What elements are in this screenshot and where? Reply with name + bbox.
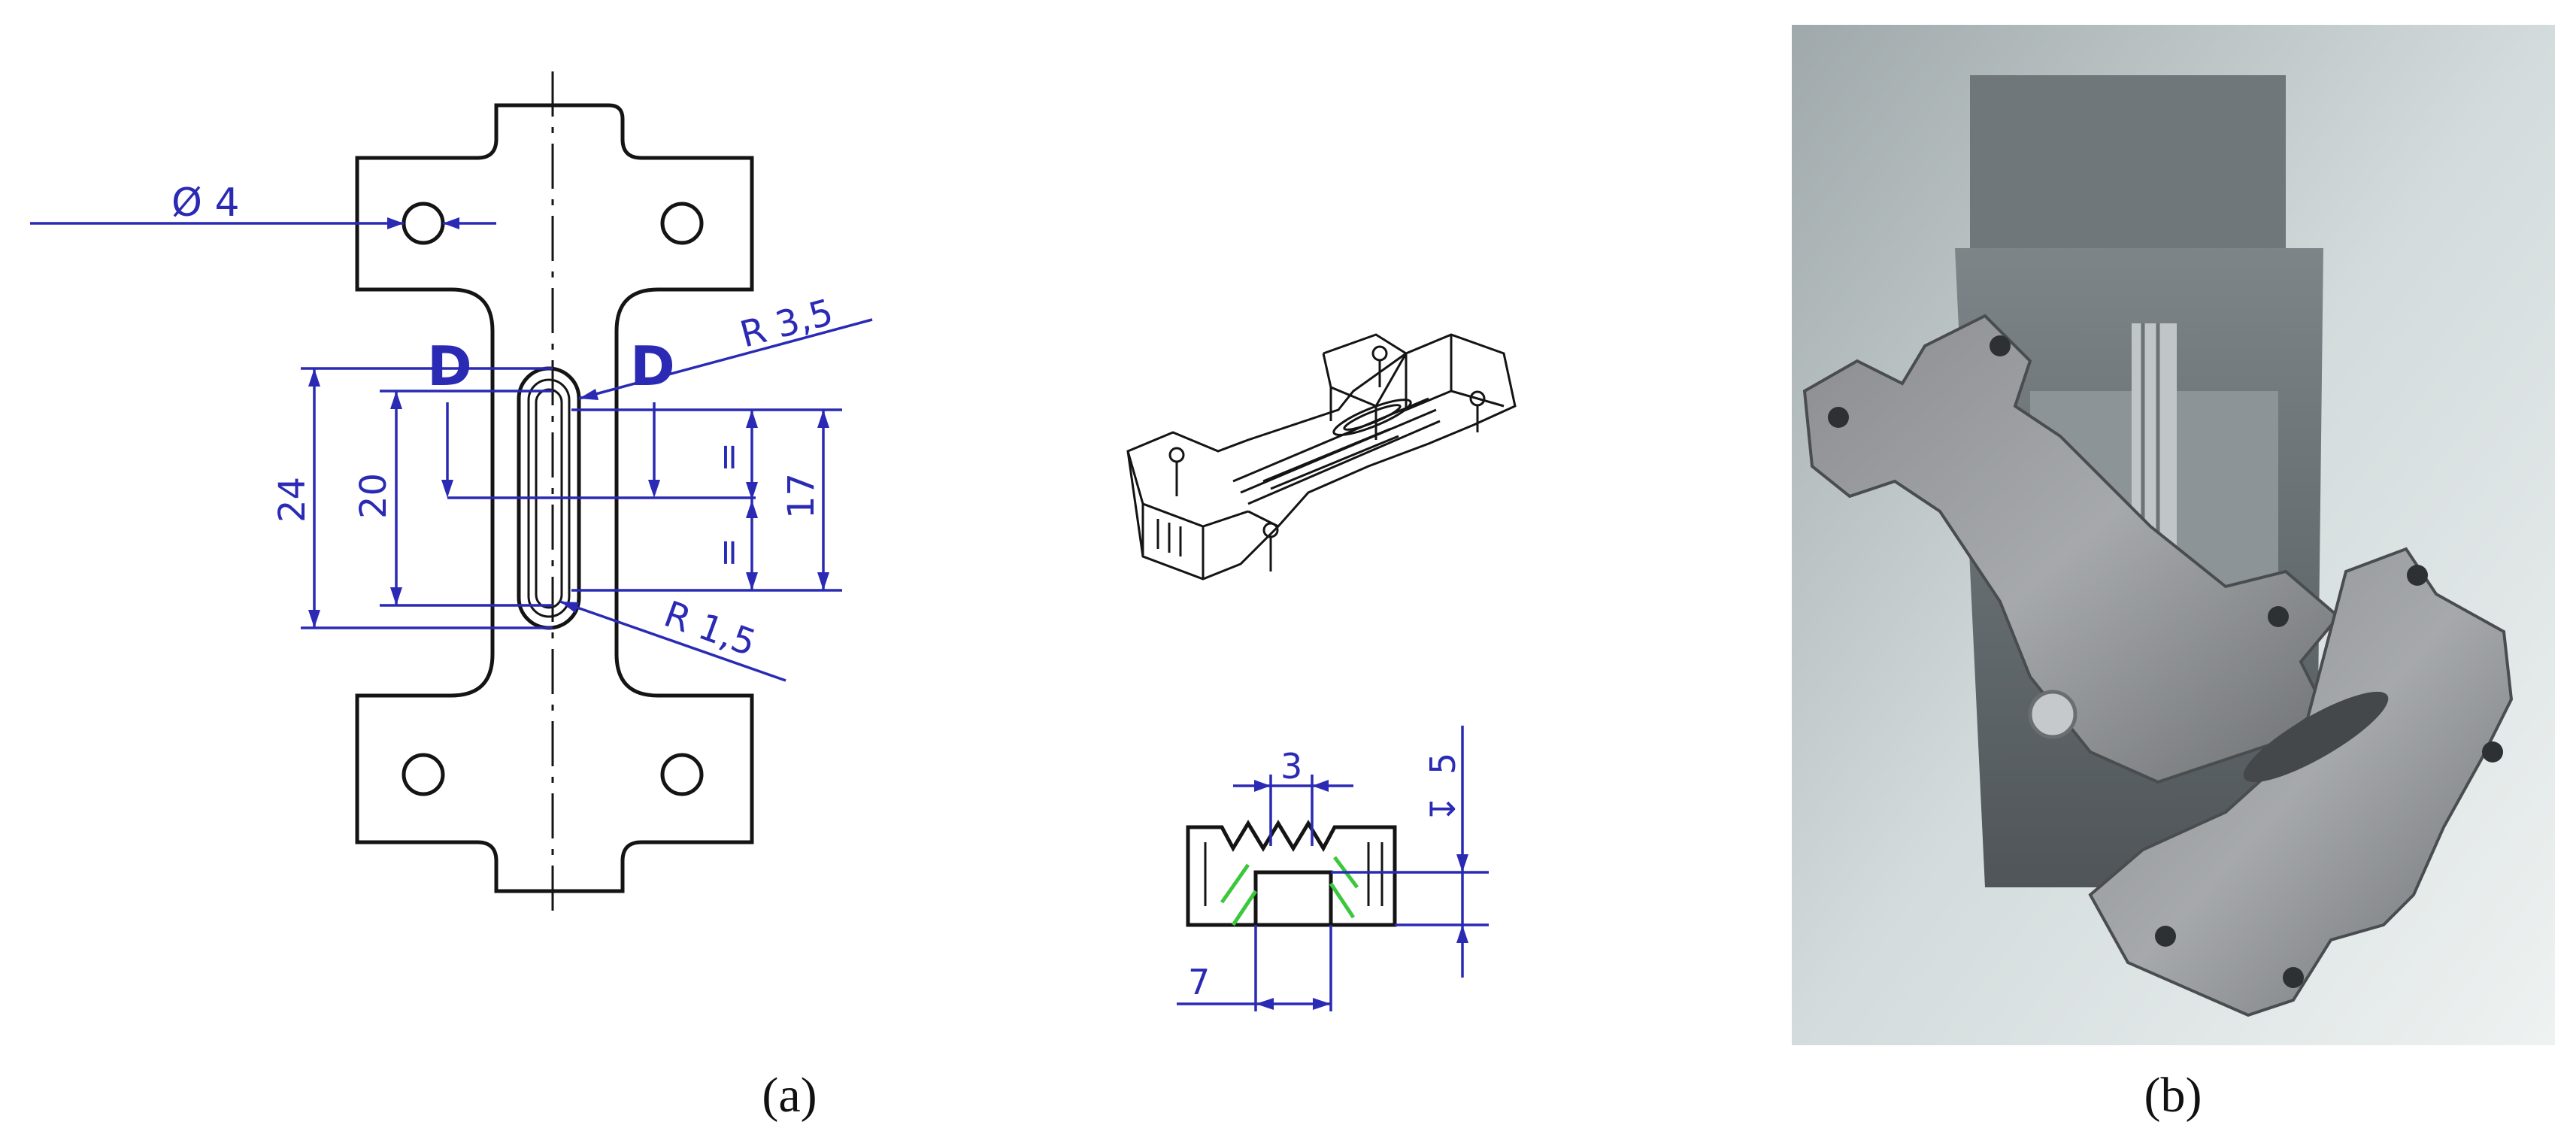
part-hole [2482, 741, 2503, 763]
arrow-head [1456, 854, 1468, 872]
mounting-hole [402, 202, 445, 245]
hatch-line [1231, 890, 1258, 926]
caption-a: (a) [762, 1068, 817, 1123]
section-marker-right: D [630, 335, 675, 398]
arrow-head [746, 572, 758, 590]
part-hole [1990, 335, 2011, 356]
die-block-top [1970, 75, 2286, 248]
arrow-head [390, 587, 402, 605]
dimension-radius-large: R 3,5 [736, 291, 838, 356]
arrow-head [648, 480, 660, 498]
photo-panel: (b) [1792, 25, 2555, 1123]
arrow-head [1456, 925, 1468, 943]
arrow-head [443, 217, 459, 229]
section-outline [1186, 820, 1397, 927]
arrow-head [746, 410, 758, 428]
isometric-view [1126, 333, 1517, 581]
radius-leader-small [559, 600, 786, 682]
dimension-length-20: 20 [353, 473, 395, 519]
part-hole [2155, 926, 2176, 947]
hatch-line [1220, 863, 1250, 904]
mounting-hole [660, 202, 704, 245]
arrow-head [308, 368, 320, 387]
technical-drawing-panel: Ø 4 R 3,5 R 1,5 D D 24 20 [30, 71, 1517, 1123]
dimension-offset-7: 7 [1188, 962, 1210, 1002]
arrow-head [441, 480, 453, 498]
screw [2028, 690, 2077, 739]
arrow-head [1313, 998, 1331, 1010]
arrow-head [387, 217, 404, 229]
equal-marker-top: = [708, 442, 750, 472]
arrow-head [1256, 998, 1274, 1010]
blank-part [2088, 547, 2514, 1017]
part-hole [1828, 407, 1849, 428]
formed-part [1802, 314, 2341, 784]
depth-symbol: ↧ [1423, 794, 1463, 823]
section-slot [1253, 870, 1333, 927]
arrow-head [308, 610, 320, 628]
part-hole [2268, 606, 2289, 627]
arrow-head [560, 602, 579, 613]
hatch-line [1329, 882, 1356, 919]
mounting-hole [660, 753, 704, 796]
arrow-head [817, 572, 829, 590]
section-marker-left: D [427, 335, 472, 398]
arrow-head [746, 500, 758, 518]
arrow-head [1254, 780, 1271, 792]
part-slot [2243, 691, 2389, 783]
section-view: 3 5 ↧ 7 [1177, 726, 1489, 1011]
dimension-slot-width: 3 [1280, 746, 1302, 787]
arrow-head [817, 410, 829, 428]
radius-leader-large [578, 318, 873, 400]
arrow-head [390, 391, 402, 409]
equal-marker-bottom: = [708, 538, 750, 568]
part-hole [2407, 565, 2428, 586]
arrow-head [579, 389, 599, 400]
dimension-depth-5: 5 [1423, 753, 1463, 775]
dimension-length-17: 17 [780, 473, 823, 519]
part-hole [2283, 967, 2304, 988]
arrow-head [1312, 780, 1329, 792]
dimension-hole-diameter: Ø 4 [171, 180, 240, 226]
mounting-hole [402, 753, 445, 796]
caption-b: (b) [2144, 1068, 2202, 1123]
arrow-head [746, 482, 758, 500]
dimension-length-24: 24 [271, 477, 314, 523]
part-outline [355, 103, 754, 893]
